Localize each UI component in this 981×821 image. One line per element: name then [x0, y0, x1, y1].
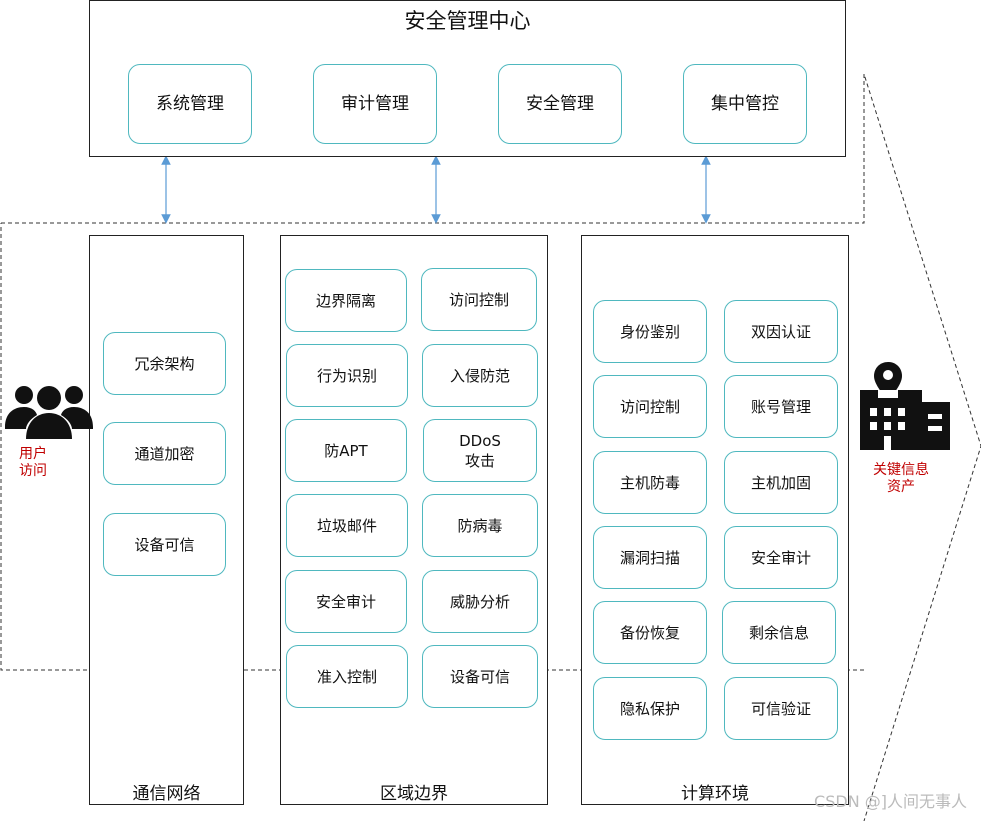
- compute-item: 访问控制: [593, 375, 707, 438]
- users-icon: [5, 386, 93, 439]
- boundary-item: 入侵防范: [422, 344, 538, 407]
- boundary-item: 安全审计: [285, 570, 407, 633]
- boundary-item: 准入控制: [286, 645, 408, 708]
- boundary-item: 设备可信: [422, 645, 538, 708]
- boundary-item: 防APT: [285, 419, 407, 482]
- network-item: 设备可信: [103, 513, 226, 576]
- compute-item: 双因认证: [724, 300, 838, 363]
- compute-item: 可信验证: [724, 677, 838, 740]
- boundary-item: 防病毒: [422, 494, 538, 557]
- watermark: CSDN @]人间无事人: [814, 792, 967, 811]
- boundary-item: DDoS 攻击: [423, 419, 537, 482]
- center-item-system: 系统管理: [128, 64, 252, 144]
- center-item-audit: 审计管理: [313, 64, 437, 144]
- compute-item: 备份恢复: [593, 601, 707, 664]
- compute-item: 主机加固: [724, 451, 838, 514]
- compute-item: 安全审计: [724, 526, 838, 589]
- user-access-label: 用户 访问: [19, 446, 47, 479]
- compute-item: 剩余信息: [722, 601, 836, 664]
- network-label: 通信网络: [132, 784, 201, 804]
- security-center-title: 安全管理中心: [404, 9, 531, 33]
- compute-label: 计算环境: [681, 784, 749, 804]
- boundary-item: 行为识别: [286, 344, 408, 407]
- compute-item: 账号管理: [724, 375, 838, 438]
- boundary-item: 访问控制: [421, 268, 537, 331]
- key-asset-label: 关键信息 资产: [873, 462, 929, 495]
- network-item: 通道加密: [103, 422, 226, 485]
- compute-item: 隐私保护: [593, 677, 707, 740]
- center-item-security: 安全管理: [498, 64, 622, 144]
- boundary-item: 边界隔离: [285, 269, 407, 332]
- compute-item: 主机防毒: [593, 451, 707, 514]
- boundary-label: 区域边界: [380, 784, 448, 804]
- boundary-item: 垃圾邮件: [286, 494, 408, 557]
- compute-item: 漏洞扫描: [593, 526, 707, 589]
- building-location-icon: [860, 362, 950, 450]
- compute-item: 身份鉴别: [593, 300, 707, 363]
- network-item: 冗余架构: [103, 332, 226, 395]
- center-item-control: 集中管控: [683, 64, 807, 144]
- boundary-item: 威胁分析: [422, 570, 538, 633]
